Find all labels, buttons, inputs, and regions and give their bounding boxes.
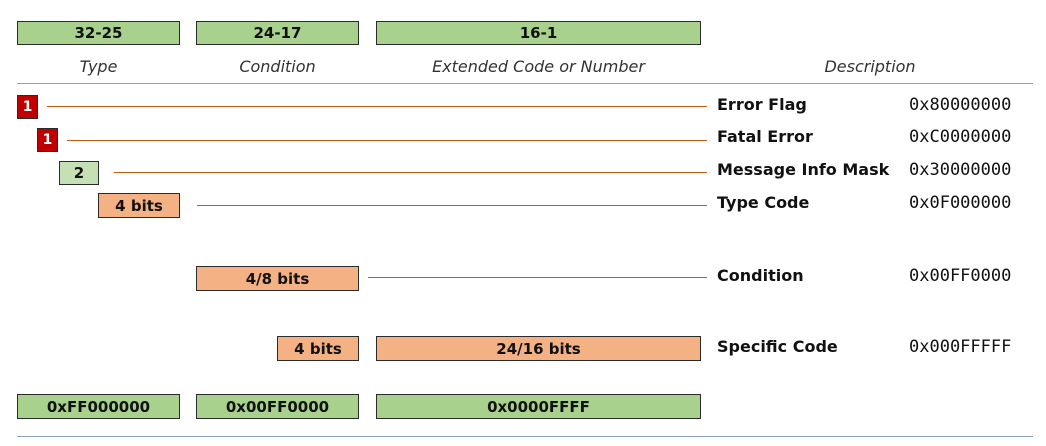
type-code-leader-line <box>197 205 707 206</box>
fatal-error-mask: 0xC0000000 <box>909 127 1012 147</box>
footer-box-condition-mask: 0x00FF0000 <box>196 394 359 419</box>
message-info-bit-box: 2 <box>59 161 99 185</box>
footer-box-code-mask: 0x0000FFFF <box>376 394 701 419</box>
type-code-bit-box: 4 bits <box>98 193 180 218</box>
condition-bit-box: 4/8 bits <box>196 266 359 291</box>
message-info-label: Message Info Mask <box>717 160 890 179</box>
specific-code-bits-box: 24/16 bits <box>376 336 701 361</box>
specific-code-condition-bits-box: 4 bits <box>277 336 359 361</box>
type-code-label: Type Code <box>717 193 810 212</box>
fatal-error-leader-line <box>67 140 707 141</box>
error-flag-bit-box: 1 <box>17 95 38 119</box>
fatal-error-bit-box: 1 <box>37 128 58 152</box>
condition-mask: 0x00FF0000 <box>909 266 1012 286</box>
column-header-type: Type <box>79 57 118 76</box>
footer-rule <box>17 436 1033 437</box>
error-flag-mask: 0x80000000 <box>909 95 1012 115</box>
header-box-16-1: 16-1 <box>376 21 701 45</box>
type-code-mask: 0x0F000000 <box>909 193 1012 213</box>
error-flag-label: Error Flag <box>717 95 807 114</box>
error-flag-leader-line <box>47 106 707 107</box>
header-box-24-17: 24-17 <box>196 21 359 45</box>
fatal-error-label: Fatal Error <box>717 127 813 146</box>
header-rule <box>17 83 1033 84</box>
message-info-leader-line <box>114 172 707 173</box>
condition-label: Condition <box>717 266 804 285</box>
specific-code-mask: 0x000FFFFF <box>909 337 1012 357</box>
column-header-description: Description <box>824 57 916 76</box>
column-header-extended: Extended Code or Number <box>432 57 645 76</box>
specific-code-label: Specific Code <box>717 337 838 356</box>
footer-box-type-mask: 0xFF000000 <box>17 394 180 419</box>
condition-leader-line <box>368 277 707 278</box>
column-header-condition: Condition <box>239 57 316 76</box>
message-info-mask: 0x30000000 <box>909 160 1012 180</box>
header-box-32-25: 32-25 <box>17 21 180 45</box>
